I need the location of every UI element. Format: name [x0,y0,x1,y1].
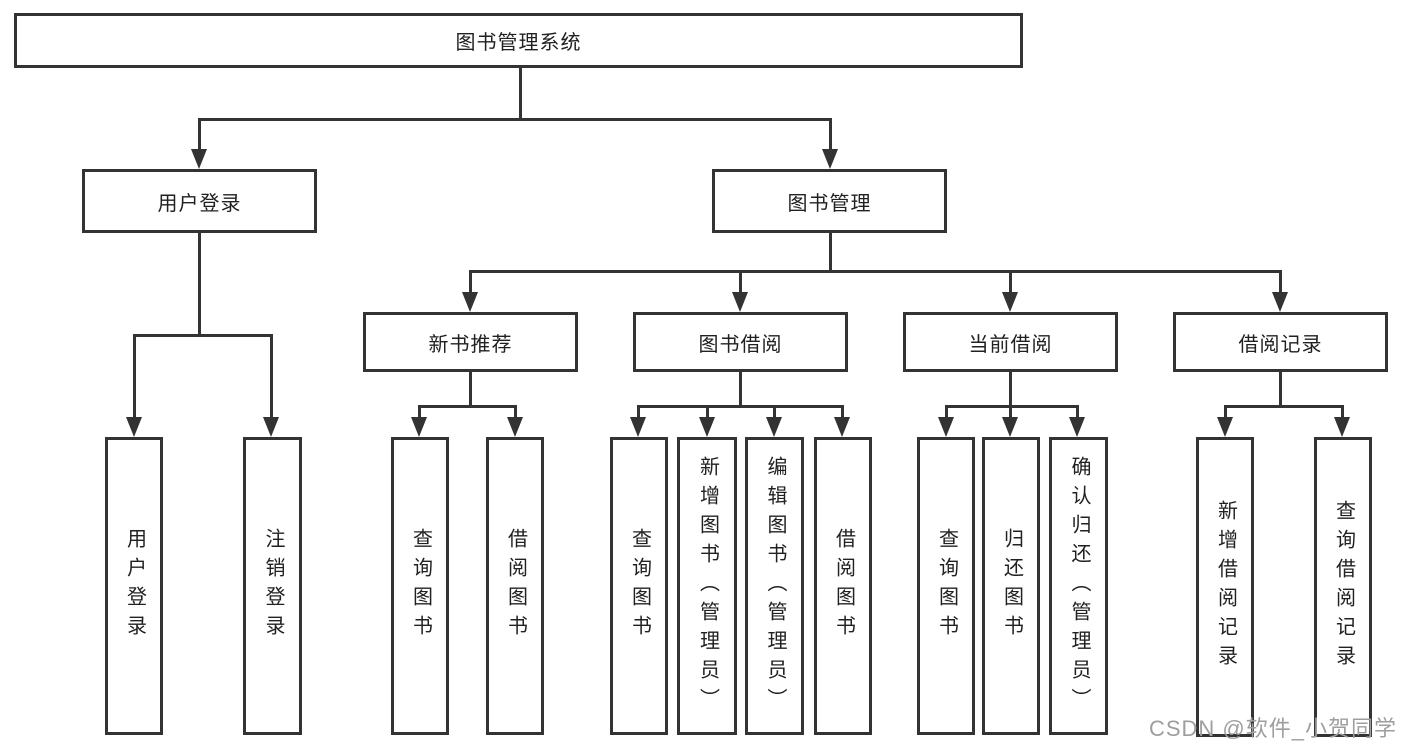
arrow-down-icon [938,417,954,437]
leaf-confirm-return-admin: 确认归还（管理员） [1049,437,1108,735]
node-label: 图书管理系统 [455,32,582,54]
leaf-label: 注销登录 [262,528,284,644]
connector-line [1224,405,1344,408]
connector-line [637,405,844,408]
leaf-edit-books-admin: 编辑图书（管理员） [745,437,804,735]
connector-line [519,66,522,120]
leaf-label: 用户登录 [123,528,146,644]
arrow-down-icon [1002,417,1018,437]
connector-line [829,118,832,150]
arrow-down-icon [507,417,523,437]
arrow-down-icon [126,417,142,437]
connector-line [469,372,472,408]
node-label: 图书借阅 [698,333,783,356]
connector-line [469,270,1282,273]
leaf-label: 编辑图书（管理员） [764,455,786,717]
arrow-down-icon [1217,417,1233,437]
leaf-label: 查询图书 [935,528,958,644]
connector-line [198,118,832,121]
arrow-down-icon [191,149,207,169]
node-label: 新书推荐 [428,333,513,356]
leaf-label: 借阅图书 [504,528,527,644]
leaf-label: 查询图书 [409,528,432,644]
arrow-down-icon [766,417,782,437]
leaf-label: 确认归还（管理员） [1068,455,1090,717]
connector-line [1341,405,1344,419]
leaf-query-borrow-record: 查询借阅记录 [1314,437,1372,737]
node-new-book-recommend: 新书推荐 [363,312,578,372]
leaf-borrowing-query-books: 查询图书 [610,437,668,735]
connector-line [469,270,472,294]
connector-line [829,233,832,272]
arrow-down-icon [462,292,478,312]
connector-line [637,405,640,419]
connector-line [739,372,742,408]
node-root-library-system: 图书管理系统 [14,13,1023,68]
connector-line [1009,372,1012,408]
connector-line [198,118,201,150]
connector-line [1279,270,1282,294]
arrow-down-icon [1069,417,1085,437]
node-label: 用户登录 [157,192,242,215]
leaf-add-books-admin: 新增图书（管理员） [677,437,737,735]
leaf-recommend-borrow-books: 借阅图书 [486,437,544,735]
leaf-label: 查询借阅记录 [1332,500,1355,674]
node-label: 借阅记录 [1238,333,1323,356]
connector-line [773,405,776,419]
node-label: 当前借阅 [968,333,1053,356]
leaf-current-query-books: 查询图书 [917,437,975,735]
connector-line [418,405,517,408]
arrow-down-icon [1002,292,1018,312]
connector-line [270,334,273,420]
leaf-label: 新增借阅记录 [1214,500,1237,674]
arrow-down-icon [411,417,427,437]
connector-line [133,334,136,420]
leaf-label: 新增图书（管理员） [696,455,719,717]
leaf-recommend-query-books: 查询图书 [391,437,449,735]
node-current-borrowing: 当前借阅 [903,312,1118,372]
connector-line [945,405,948,419]
node-borrowing-records: 借阅记录 [1173,312,1388,372]
arrow-down-icon [699,417,715,437]
connector-line [1224,405,1227,419]
leaf-borrow-books: 借阅图书 [814,437,872,735]
node-label: 图书管理 [787,192,872,215]
leaf-logout: 注销登录 [243,437,302,735]
connector-line [739,270,742,294]
csdn-watermark: CSDN @软件_小贺同学 [1148,716,1397,741]
arrow-down-icon [732,292,748,312]
connector-line [514,405,517,419]
arrow-down-icon [834,417,850,437]
arrow-down-icon [263,417,279,437]
leaf-user-login: 用户登录 [105,437,163,735]
arrow-down-icon [630,417,646,437]
connector-line [841,405,844,419]
leaf-return-books: 归还图书 [982,437,1040,735]
leaf-add-borrow-record: 新增借阅记录 [1196,437,1254,737]
arrow-down-icon [1334,417,1350,437]
node-user-login: 用户登录 [82,169,317,233]
connector-line [198,233,201,337]
connector-line [706,405,709,419]
connector-line [945,405,1079,408]
node-book-borrowing: 图书借阅 [633,312,848,372]
node-book-management: 图书管理 [712,169,947,233]
connector-line [1009,405,1012,419]
leaf-label: 借阅图书 [832,528,855,644]
arrow-down-icon [1272,292,1288,312]
connector-line [418,405,421,419]
leaf-label: 查询图书 [628,528,651,644]
connector-line [133,334,273,337]
leaf-label: 归还图书 [1000,528,1023,644]
connector-line [1009,270,1012,294]
arrow-down-icon [822,149,838,169]
connector-line [1076,405,1079,419]
connector-line [1279,372,1282,408]
